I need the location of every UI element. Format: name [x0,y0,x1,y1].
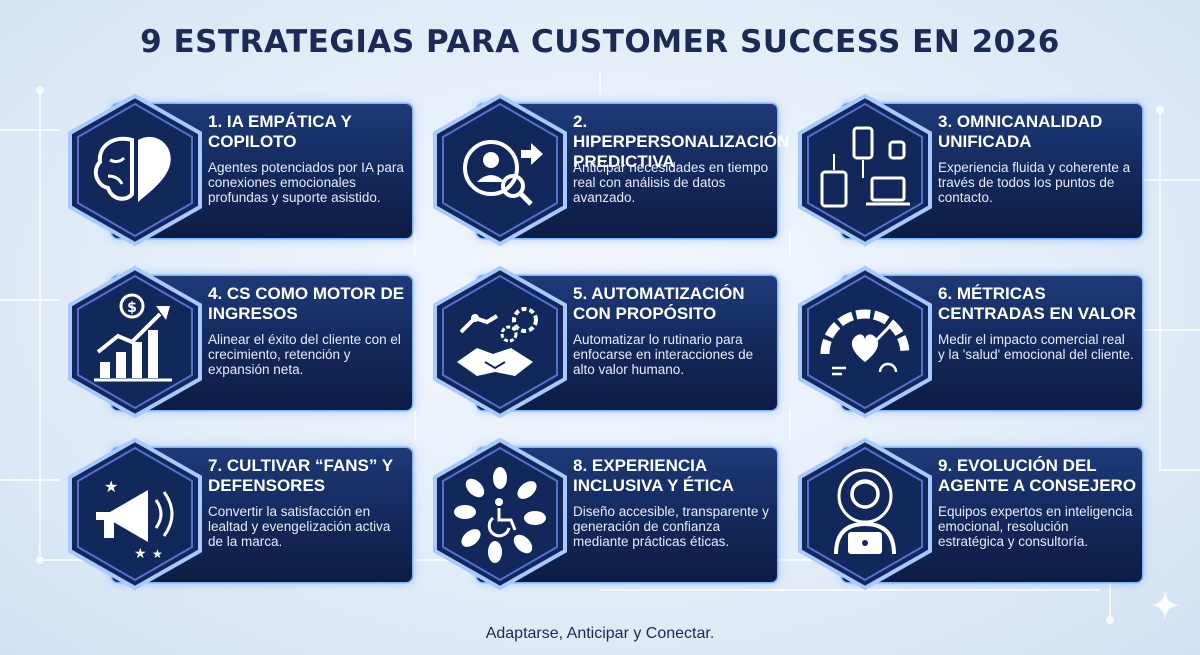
brain-heart-icon [68,93,202,247]
card-description: Equipos expertos en inteligencia emocion… [938,504,1133,549]
card-description: Experiencia fluida y coherente a través … [938,160,1131,205]
footer-tagline: Adaptarse, Anticipar y Conectar. [485,625,715,642]
card-description: Anticipar necesidades en tiempo real con… [573,160,769,205]
card-title: 7. CULTIVAR “FANS” Y DEFENSORES [208,456,393,495]
strategy-card-5: 5. AUTOMATIZACIÓN CON PROPÓSITO Automati… [425,262,785,422]
card-title: 1. IA EMPÁTICA Y COPILOTO [208,112,352,151]
strategy-card-9: 9. EVOLUCIÓN DEL AGENTE A CONSEJERO Equi… [790,434,1150,594]
card-title: 2. HIPERPERSONALIZACIÓN PREDICTIVA [573,112,790,171]
svg-text:$: $ [127,300,137,316]
card-description: Medir el impacto comercial real y la 'sa… [938,332,1134,362]
card-description: Automatizar lo rutinario para enfocarse … [573,332,754,377]
strategy-card-3: 3. OMNICANALIDAD UNIFICADA Experiencia f… [790,90,1150,250]
card-title: 4. CS COMO MOTOR DE INGRESOS [208,284,405,323]
svg-text:★: ★ [104,477,118,496]
inclusive-hands-icon [433,437,567,591]
svg-text:★: ★ [152,547,163,561]
svg-text:★: ★ [134,546,147,562]
card-title: 3. OMNICANALIDAD UNIFICADA [938,112,1103,151]
card-description: Alinear el éxito del cliente con el crec… [208,332,401,377]
strategy-card-2: 2. HIPERPERSONALIZACIÓN PREDICTIVA Antic… [425,90,790,250]
heart-gauge-icon [798,265,932,419]
megaphone-icon: ★ ★ ★ [68,437,202,591]
strategy-card-1: 1. IA EMPÁTICA Y COPILOTO Agentes potenc… [60,90,420,250]
revenue-growth-icon: $ [68,265,202,419]
card-description: Convertir la satisfacción en lealtad y e… [208,504,391,549]
card-title: 9. EVOLUCIÓN DEL AGENTE A CONSEJERO [938,456,1137,495]
devices-icon [798,93,932,247]
strategy-card-4: $ 4. CS COMO MOTOR DE INGRESOS Alinear e… [60,262,420,422]
strategy-card-6: 6. MÉTRICAS CENTRADAS EN VALOR Medir el … [790,262,1150,422]
card-description: Diseño accesible, transparente y generac… [573,504,769,549]
robot-handshake-icon [433,265,567,419]
sparkle-icon [1150,590,1180,620]
advisor-icon [798,437,932,591]
user-search-icon [433,93,567,247]
page-title: 9 ESTRATEGIAS PARA CUSTOMER SUCCESS EN 2… [140,24,1060,60]
card-title: 6. MÉTRICAS CENTRADAS EN VALOR [938,284,1137,323]
card-title: 8. EXPERIENCIA INCLUSIVA Y ÉTICA [573,456,734,495]
card-description: Agentes potenciados por IA para conexion… [208,160,404,205]
strategy-card-7: ★ ★ ★ 7. CULTIVAR “FANS” Y DEFENSORES Co… [60,434,420,594]
strategy-card-8: 8. EXPERIENCIA INCLUSIVA Y ÉTICA Diseño … [425,434,785,594]
card-title: 5. AUTOMATIZACIÓN CON PROPÓSITO [573,284,745,323]
